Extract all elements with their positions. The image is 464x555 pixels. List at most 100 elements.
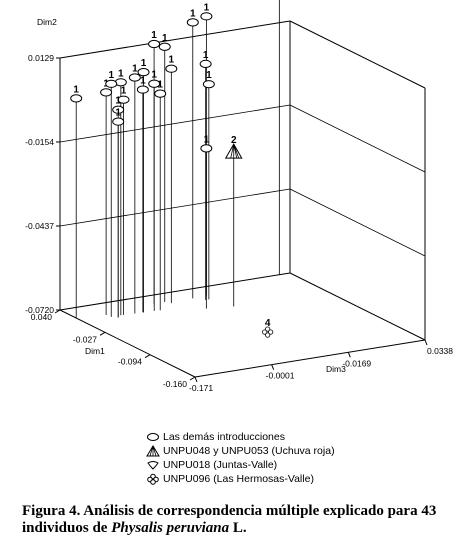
data-point: 1 [148, 30, 161, 49]
ellipse-marker [200, 12, 213, 21]
wall-gridline [289, 104, 426, 173]
point-label: 1 [73, 84, 79, 95]
caption-prefix: Figura 4. Análisis de correspondencia mú… [22, 503, 437, 536]
wall-edge [59, 20, 291, 59]
legend-item-las-hermosas: UNPU096 (Las Hermosas-Valle) [146, 472, 335, 486]
flower-icon [147, 473, 159, 485]
flower-marker-petal [265, 332, 271, 338]
floor-edge [289, 272, 426, 341]
point-label: 1 [151, 70, 157, 81]
flower-marker-petal [268, 329, 274, 335]
point-label: 1 [206, 70, 212, 81]
data-point: 1 [199, 50, 212, 69]
z-tick-mark [424, 339, 428, 346]
ellipse-marker [202, 80, 215, 89]
x-tick-label: -0.160 [163, 379, 187, 389]
data-point: 1 [128, 64, 141, 82]
point-label: 1 [108, 70, 114, 81]
ellipse-marker [112, 117, 125, 126]
point-label: 4 [265, 318, 271, 329]
data-points: 31111111211111111111114 [70, 2, 274, 338]
heart-icon [147, 461, 159, 470]
ellipse-marker [148, 79, 161, 88]
ellipse-marker [148, 39, 161, 49]
data-point: 1 [200, 2, 213, 21]
z-tick-label: -0.0001 [266, 371, 295, 381]
point-stems [75, 0, 280, 319]
x-tick-label: -0.094 [118, 357, 142, 367]
point-label: 1 [169, 55, 175, 66]
floor-edge [59, 272, 291, 311]
axis-ticks: 0.0129 -0.0154 -0.0437 -0.0720 Dim2 0.040 -0.0… [25, 17, 453, 393]
data-point: 1 [70, 84, 83, 103]
wall-gridline [59, 188, 291, 227]
x-tick-label: 0.040 [31, 312, 53, 322]
data-point: 1 [186, 8, 199, 27]
wall-edge [289, 20, 426, 89]
wall-gridline [59, 104, 291, 143]
point-label: 1 [132, 64, 138, 75]
legend: Las demás introducciones UNPU048 y UNPU0… [146, 430, 335, 486]
ellipse-marker [100, 88, 113, 97]
z-tick-label: 0.0338 [427, 346, 453, 356]
ellipse-marker [200, 144, 213, 153]
point-label: 1 [118, 68, 124, 79]
y-tick-label: 0.0129 [28, 53, 54, 63]
point-label: 1 [162, 33, 168, 44]
data-point: 1 [136, 76, 149, 94]
floor-edge [194, 339, 426, 378]
ellipse-marker [128, 73, 141, 82]
data-point: 1 [202, 70, 215, 89]
z-tick-mark [271, 364, 275, 370]
x-tick-mark [99, 331, 106, 336]
point-label: 1 [115, 108, 121, 119]
ellipse-marker [199, 59, 212, 69]
data-point: 4 [262, 318, 274, 338]
y-tick-label: -0.0720 [25, 305, 54, 315]
data-point: 1 [105, 70, 118, 88]
y-tick-label: -0.0154 [25, 137, 54, 147]
ellipse-marker [154, 89, 167, 98]
caption-suffix: L. [229, 520, 247, 536]
z-tick-label: -0.171 [189, 383, 213, 393]
chart-figure: 0.0129 -0.0154 -0.0437 -0.0720 Dim2 0.040 -0.0… [25, 0, 453, 393]
wall-gridline [289, 188, 426, 257]
data-point: 1 [154, 80, 167, 98]
ellipse-marker [186, 18, 199, 27]
legend-label: UNPU096 (Las Hermosas-Valle) [163, 473, 314, 485]
legend-label: UNPU048 y UNPU053 (Uchuva roja) [163, 445, 335, 457]
flower-marker-petal [265, 326, 271, 332]
figure-caption: Figura 4. Análisis de correspondencia mú… [22, 503, 452, 537]
ellipse-marker [117, 95, 130, 104]
y-axis-label: Dim2 [37, 17, 57, 27]
point-label: 1 [190, 8, 196, 19]
y-tick-label: -0.0437 [25, 221, 54, 231]
ellipse-marker [70, 94, 83, 103]
ellipse-icon [147, 433, 159, 441]
data-point: 1 [148, 70, 161, 88]
ellipse-marker [136, 85, 149, 94]
z-tick-mark [194, 376, 198, 383]
x-axis-label: Dim1 [85, 346, 105, 356]
point-label: 2 [231, 135, 237, 146]
legend-item-others: Las demás introducciones [146, 430, 335, 444]
point-label: 1 [140, 76, 146, 87]
data-point: 1 [165, 55, 178, 73]
triangle-icon [146, 445, 160, 457]
point-label: 1 [141, 58, 147, 69]
data-point: 2 [224, 135, 243, 159]
legend-item-uchuva-roja: UNPU048 y UNPU053 (Uchuva roja) [146, 444, 335, 458]
point-label: 1 [204, 134, 210, 145]
data-point: 1 [158, 33, 171, 51]
floor-edge [59, 309, 196, 378]
z-axis-label: Dim3 [326, 364, 346, 374]
data-point: 1 [112, 96, 125, 114]
ellipse-marker [158, 42, 171, 51]
data-point: 1 [200, 134, 213, 153]
flower-marker-petal [262, 329, 268, 335]
point-label: 1 [203, 50, 209, 61]
point-label: 1 [115, 96, 121, 107]
point-label: 1 [157, 80, 163, 91]
legend-label: Las demás introducciones [163, 431, 285, 443]
point-label: 1 [151, 30, 157, 41]
